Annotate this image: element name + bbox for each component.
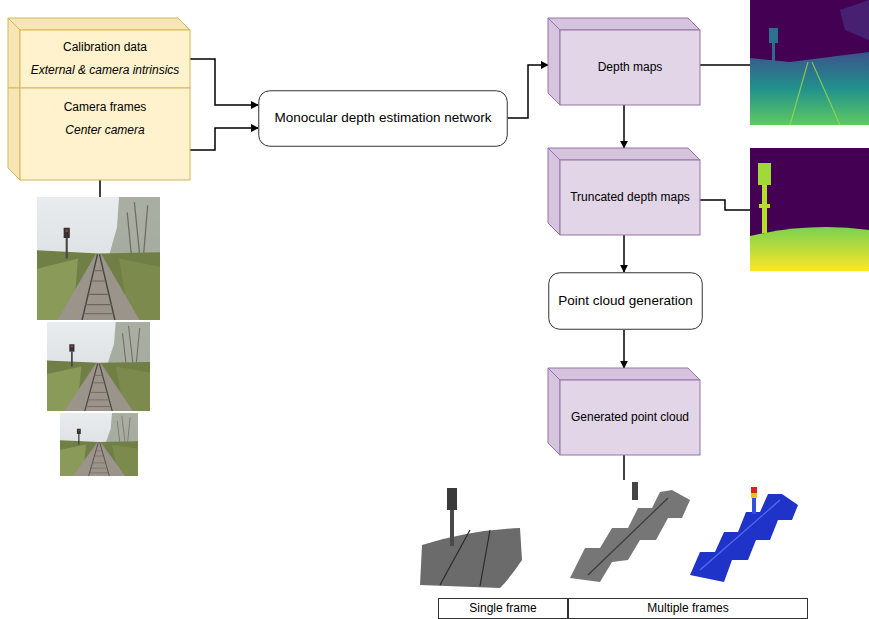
box-title: Point cloud generation bbox=[558, 293, 692, 310]
text-area: Monocular depth estimation network bbox=[258, 90, 508, 147]
data-box: Depth maps bbox=[548, 18, 700, 105]
process-box: Monocular depth estimation network bbox=[258, 90, 508, 147]
text-area: Point cloud generation bbox=[548, 272, 703, 330]
box-title: Generated point cloud bbox=[571, 410, 689, 425]
table-label: Single frame bbox=[469, 601, 536, 616]
box-subtitle: External & camera intrinsics bbox=[31, 63, 180, 78]
box-title: Calibration data bbox=[63, 40, 147, 55]
flow-arrow bbox=[508, 65, 548, 118]
data-box: Truncated depth maps bbox=[548, 148, 700, 235]
box-title: Camera frames bbox=[64, 100, 147, 115]
flow-arrow bbox=[623, 105, 625, 148]
data-box: Generated point cloud bbox=[548, 368, 700, 455]
box-title: Truncated depth maps bbox=[570, 190, 690, 205]
text-area: Camera framesCenter camera bbox=[20, 88, 190, 150]
process-box: Point cloud generation bbox=[548, 272, 703, 330]
text-area: Generated point cloud bbox=[560, 380, 700, 455]
text-area: Truncated depth maps bbox=[560, 160, 700, 235]
box-title: Depth maps bbox=[598, 60, 663, 75]
flow-arrow bbox=[623, 235, 625, 272]
input-box: Camera framesCenter camera bbox=[8, 88, 190, 180]
text-area: Calibration dataExternal & camera intrin… bbox=[20, 30, 190, 88]
text-area: Depth maps bbox=[560, 30, 700, 105]
table-label: Multiple frames bbox=[647, 601, 728, 616]
table-cell: Single frame bbox=[438, 598, 568, 619]
flow-arrow bbox=[623, 330, 625, 368]
table-cell: Multiple frames bbox=[568, 598, 808, 619]
flow-arrow bbox=[190, 128, 258, 150]
input-box: Calibration dataExternal & camera intrin… bbox=[8, 18, 190, 88]
box-title: Monocular depth estimation network bbox=[275, 110, 492, 127]
box-subtitle: Center camera bbox=[65, 123, 144, 138]
flow-arrow bbox=[190, 59, 258, 105]
